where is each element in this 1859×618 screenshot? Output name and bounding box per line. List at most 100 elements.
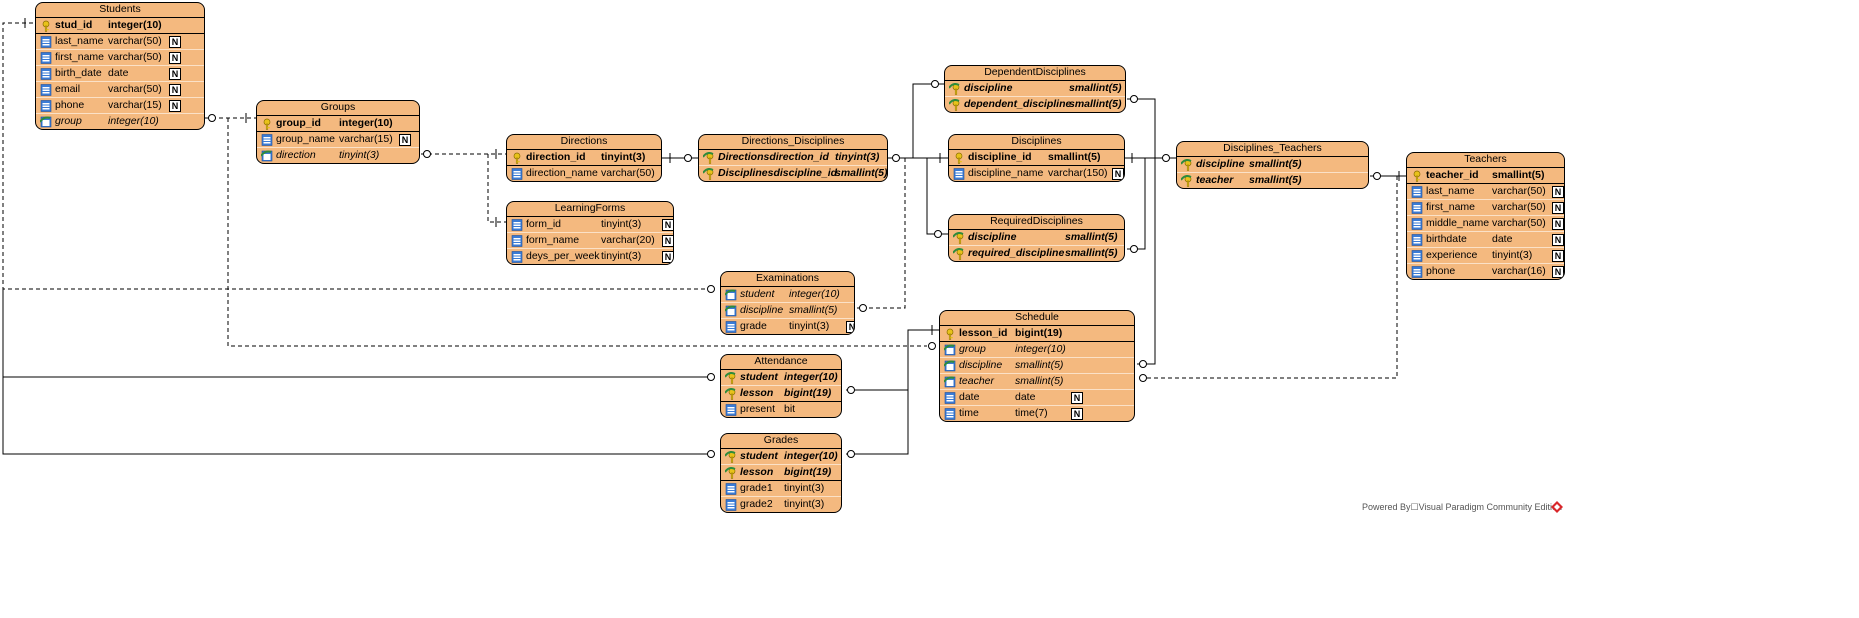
nullable-badge: N [1552,266,1564,278]
column-name: discipline_id [968,151,1032,163]
column-type: varchar(150) [1048,167,1108,179]
foreign-key-icon [260,150,273,162]
column-icon [944,408,956,420]
column-name: first_name [1426,201,1476,213]
entity-title: Disciplines_Teachers [1177,142,1368,157]
primary-foreign-key-icon [702,168,715,180]
entity-directions-disciplines[interactable]: Directions_Disciplines Directionsdirecti… [698,134,888,182]
column-icon [261,134,273,146]
primary-key-icon [40,20,52,32]
foreign-key-icon [39,116,52,128]
column-name: Disciplinesdiscipline_id [718,167,838,179]
column-name: group [959,343,986,355]
column-name: form_name [526,234,580,246]
column-name: Directionsdirection_id [718,151,829,163]
column-type: bit [784,403,796,415]
column-type: smallint(5) [1065,247,1118,259]
column-icon [725,483,737,495]
primary-foreign-key-icon [1180,175,1193,187]
column-name: first_name [55,51,105,63]
column-type: smallint(5) [1065,231,1118,243]
column-type: tinyint(3) [601,151,646,163]
column-name: discipline [740,304,784,316]
entity-title: Disciplines [949,135,1124,150]
marker-circle [847,450,855,458]
column-name: stud_id [55,19,93,31]
column-type: date [1015,391,1036,403]
column-type: bigint(19) [784,466,832,478]
column-name: discipline_name [968,167,1044,179]
column-name: student [740,371,778,383]
entity-title: RequiredDisciplines [949,215,1124,230]
rel-directions-learningforms [487,154,506,223]
marker-circle [707,285,715,293]
foreign-key-icon [943,344,956,356]
column-type: varchar(50) [108,83,162,95]
rel-students-attendance [2,289,708,378]
watermark-text: Powered By☐Visual Paradigm Community Edi… [1362,502,1562,512]
